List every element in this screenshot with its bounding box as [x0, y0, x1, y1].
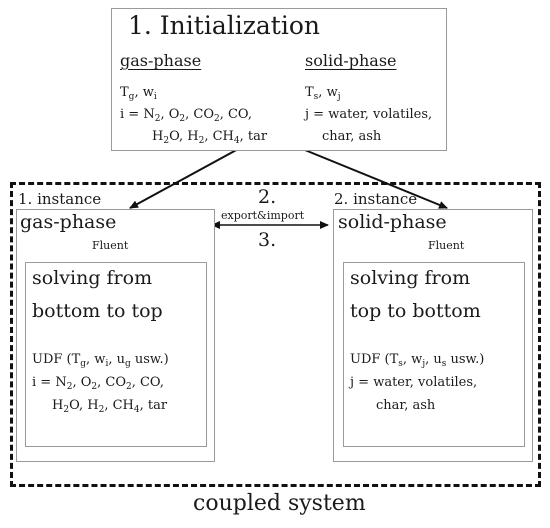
solid-phase-label: solid-phase	[338, 211, 447, 233]
gas-species-line2: H2O, H2, CH4, tar	[152, 129, 268, 146]
arrow-init-to-gas	[129, 147, 241, 209]
solid-components-line2: char, ash	[322, 129, 382, 144]
solid-variables: Ts, wj	[305, 85, 341, 102]
gas-instance-box: gas-phase Fluent solving from bottom to …	[16, 209, 215, 462]
step-2-label: 2.	[258, 186, 277, 208]
gas-phase-label: gas-phase	[20, 211, 117, 233]
solid-fluent-label: Fluent	[428, 239, 465, 252]
gas-fluent-label: Fluent	[92, 239, 129, 252]
solid-solving-line2: top to bottom	[350, 300, 481, 322]
gas-udf-line: UDF (Tg, wi, ug usw.)	[32, 352, 169, 369]
step-3-label: 3.	[258, 229, 277, 251]
solid-instance-components-line1: j = water, volatiles,	[350, 375, 478, 390]
solid-instance-box: solid-phase Fluent solving from top to b…	[333, 209, 533, 462]
solid-instance-label: 2. instance	[334, 190, 418, 208]
initialization-box: 1. Initialization gas-phase solid-phase …	[111, 8, 447, 151]
export-import-label: export&import	[221, 209, 305, 222]
gas-variables: Tg, wi	[120, 85, 157, 102]
solid-components-line1: j = water, volatiles,	[305, 107, 433, 122]
gas-solving-line2: bottom to top	[32, 300, 163, 322]
solid-solver-box: solving from top to bottom UDF (Ts, wj, …	[343, 262, 525, 447]
gas-phase-heading: gas-phase	[120, 51, 202, 70]
gas-instance-label: 1. instance	[18, 190, 102, 208]
initialization-title: 1. Initialization	[128, 11, 320, 40]
gas-instance-species-line1: i = N2, O2, CO2, CO,	[32, 375, 164, 392]
solid-instance-components-line2: char, ash	[376, 398, 436, 413]
solid-phase-heading: solid-phase	[305, 51, 397, 70]
gas-solver-box: solving from bottom to top UDF (Tg, wi, …	[25, 262, 207, 447]
gas-solving-line1: solving from	[32, 267, 153, 289]
gas-instance-species-line2: H2O, H2, CH4, tar	[52, 398, 168, 415]
coupled-system-label: coupled system	[193, 491, 366, 516]
solid-udf-line: UDF (Ts, wj, us usw.)	[350, 352, 485, 369]
solid-solving-line1: solving from	[350, 267, 471, 289]
arrow-init-to-solid	[299, 147, 448, 209]
coupled-system-border	[10, 182, 541, 487]
gas-species-line1: i = N2, O2, CO2, CO,	[120, 107, 252, 124]
